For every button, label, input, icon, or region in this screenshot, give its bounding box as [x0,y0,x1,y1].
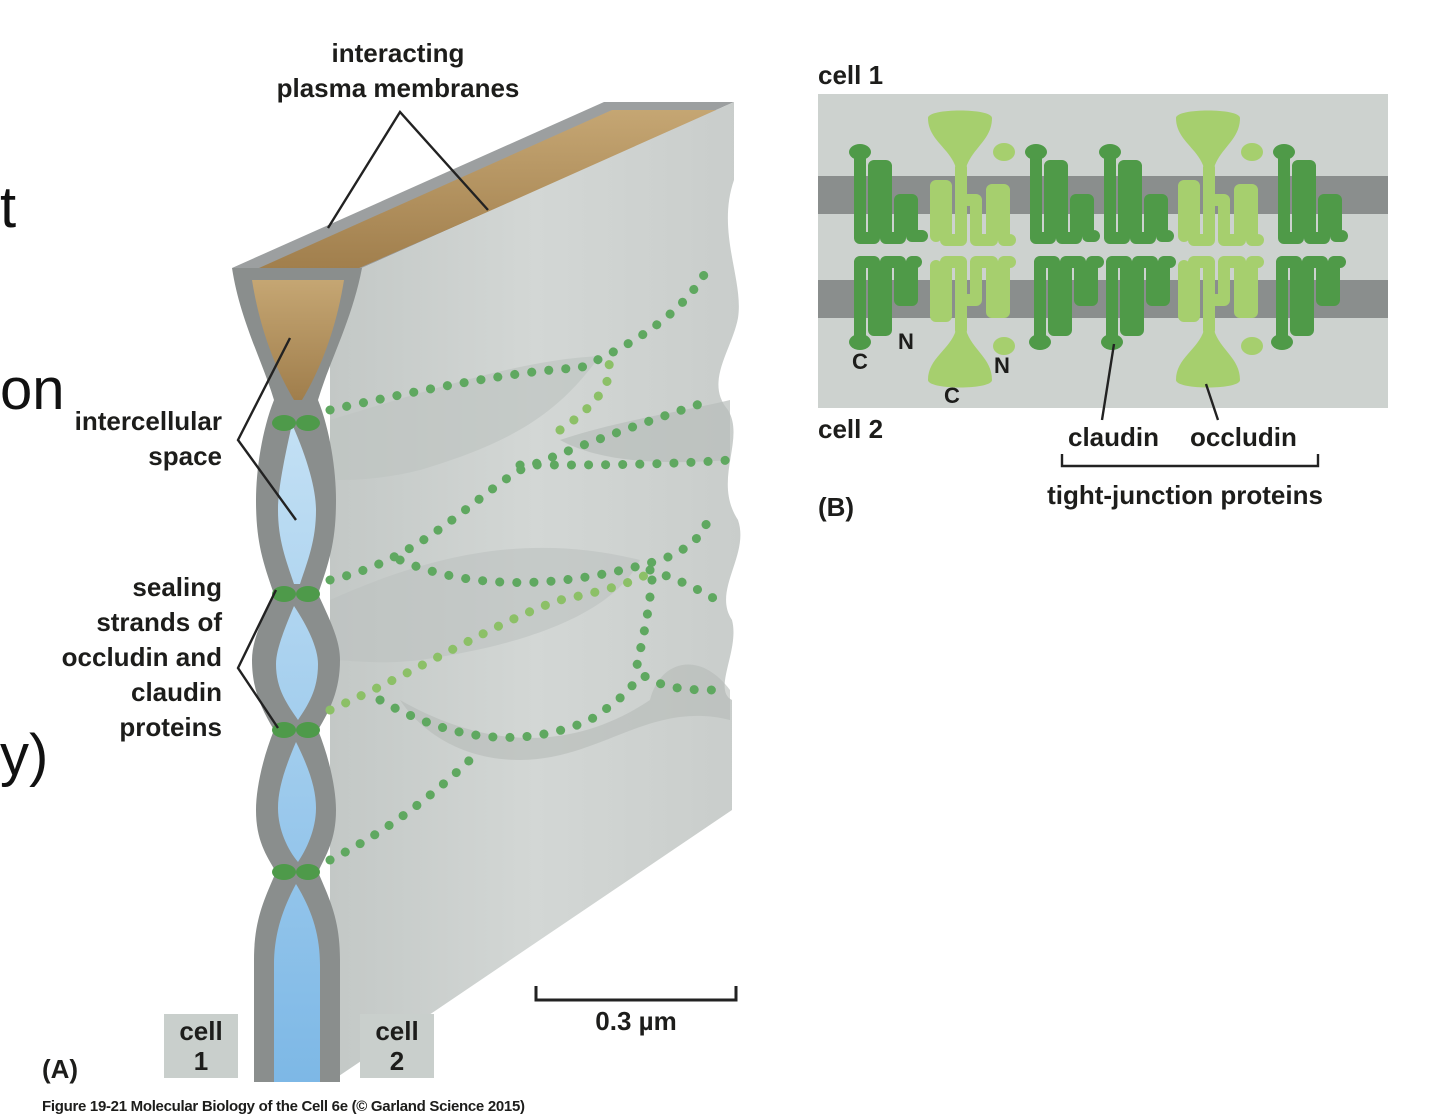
junction-pair [272,586,320,602]
side-text-fragment: y) [0,723,49,788]
claudin [854,150,1348,344]
terminal-n-label: N [994,353,1010,378]
cell-1-label: cell 1 [164,1014,238,1078]
figure-caption: Figure 19-21 Molecular Biology of the Ce… [42,1098,525,1115]
label-line: interacting [331,38,465,68]
panel-a [232,102,741,1082]
claudin-ends [849,144,1295,350]
sealing-strands [325,263,735,865]
label-line: strands of [96,607,222,637]
label-line: occludin and [61,642,222,672]
tight-junction-proteins-label: tight-junction proteins [1047,480,1323,510]
side-text-fragment: on [0,357,65,422]
face-shading [330,356,600,480]
leader-lines [236,110,489,729]
panel-b-background [818,94,1388,408]
claudin-label: claudin [1068,422,1160,452]
face-shading [560,400,730,463]
junction-pair [272,864,320,880]
label-line: space [148,441,222,471]
label-line: sealing [132,572,222,602]
panel-b-cell-2-label: cell 2 [818,414,884,444]
label-line: claudin [130,677,222,707]
intercellular-space [274,424,320,1082]
label-line: cell [375,1016,419,1046]
scale-bar [534,986,738,1002]
occludin [928,110,1240,388]
panel-b-letter: (B) [818,492,855,522]
terminal-c-label: C [852,349,868,374]
face-shading [400,664,730,760]
label-line: plasma membranes [276,73,520,103]
label-sealing-strands: sealing strands of occludin and claudin … [20,570,222,745]
panel-b-cell-1-label: cell 1 [818,60,884,90]
label-line: 1 [193,1046,209,1076]
panel-a-letter: (A) [42,1054,79,1084]
intercellular-space-top [252,280,344,400]
group-bracket [1060,454,1320,468]
terminal-c-label: C [944,383,960,408]
terminal-n-label: N [898,329,914,354]
label-line: proteins [119,712,222,742]
panel-b [818,94,1388,468]
face-shading [330,547,640,663]
occludin-label: occludin [1190,422,1297,452]
side-text-fragment: t [0,175,17,240]
occludin-ends [993,143,1263,355]
junction-pair [272,415,320,431]
panel-b-leaders [1060,343,1320,468]
label-intercellular-space: intercellular space [30,404,222,474]
label-interacting-membranes: interacting plasma membranes [248,36,548,106]
scale-bar-label: 0.3 µm [595,1006,677,1036]
occludin-strands [930,162,1264,336]
top-face-interior [250,110,722,272]
label-line: intercellular [74,406,222,436]
label-line: 2 [389,1046,405,1076]
label-line: cell [179,1016,223,1046]
cell-2-label: cell 2 [360,1014,434,1078]
